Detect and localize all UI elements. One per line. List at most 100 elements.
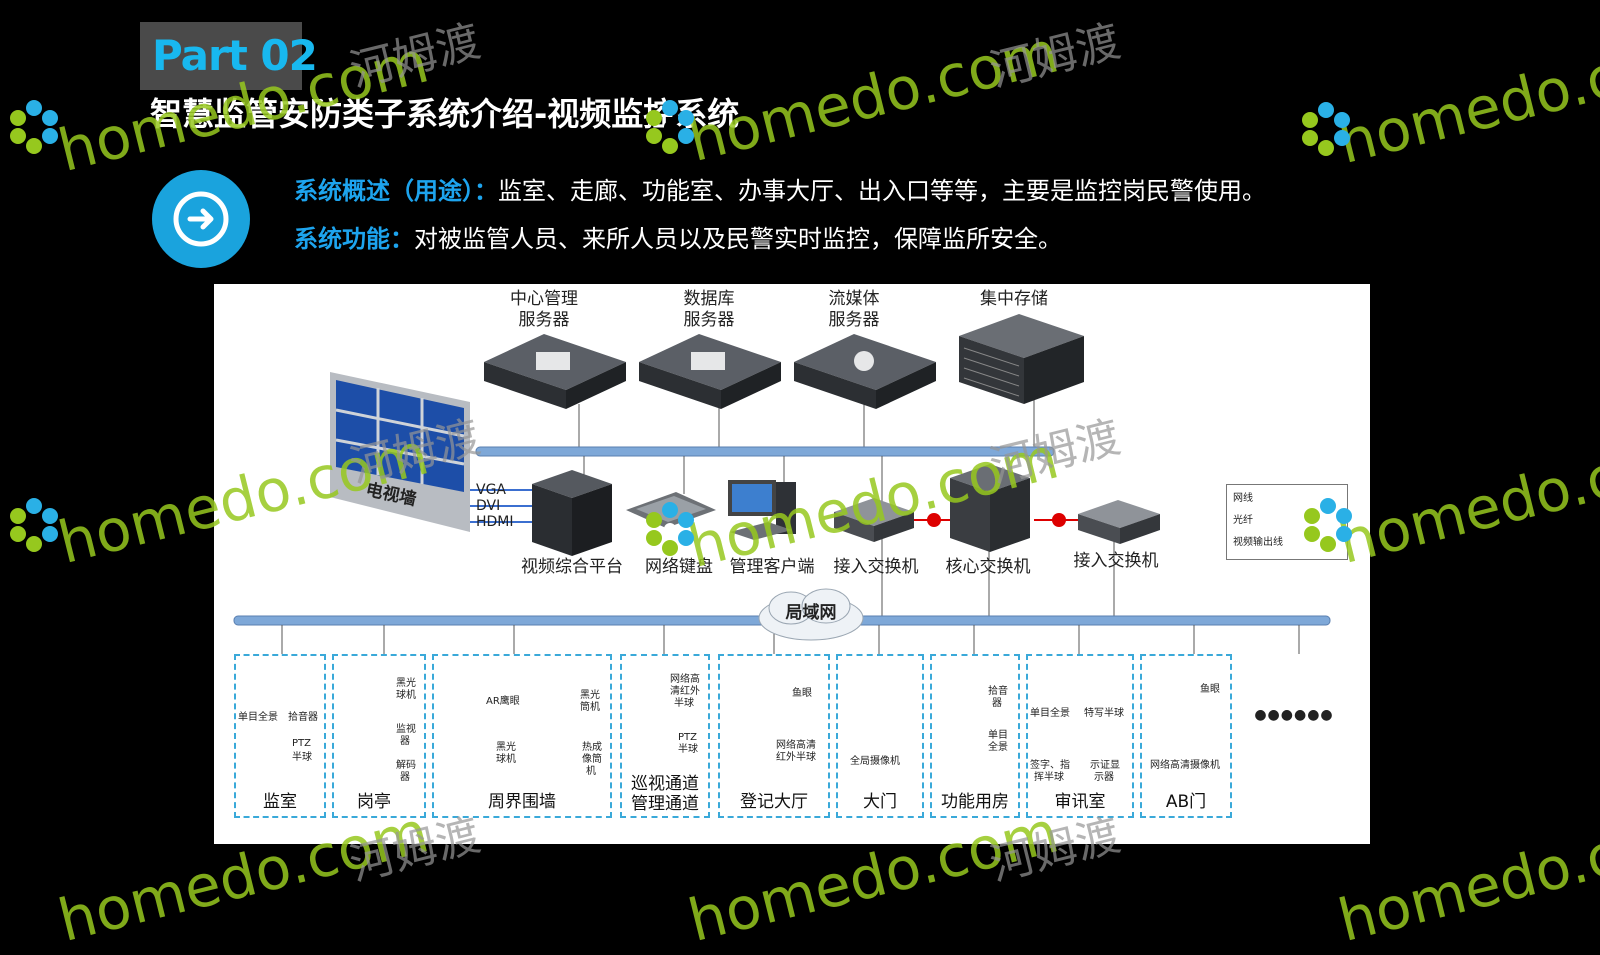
room-item: 器: [400, 772, 410, 783]
room-item: 黑光: [580, 690, 600, 701]
room-label: AB门: [1165, 792, 1207, 812]
video-platform-icon: [532, 470, 612, 556]
part-tag-text: Part 02: [152, 31, 318, 80]
room-item: 黑光: [396, 678, 416, 689]
room-item: 鱼眼: [792, 688, 812, 699]
room-item: 清红外: [670, 686, 700, 697]
legend-item-video-output: 视频输出线: [1233, 537, 1283, 548]
room-cell: AR鹰眼 黑光 筒机 黑光 球机 热成 像筒 机 周界围墙: [432, 654, 612, 818]
room-label: 登记大厅: [740, 792, 808, 812]
server-label-line1: 数据库: [683, 289, 735, 309]
room-item: 球机: [396, 690, 416, 701]
more-ellipsis: ●●●●●●: [1254, 707, 1334, 723]
room-label: 监室: [263, 792, 297, 812]
hdmi-label: HDMI: [476, 514, 514, 530]
watermark-text: 河姆渡: [984, 15, 1126, 98]
room-item: 特写半球: [1084, 708, 1124, 719]
room-item: 示证显: [1090, 760, 1120, 771]
room-item: 拾音: [988, 686, 1008, 697]
room-item: 器: [400, 736, 410, 747]
watermark-text: homedo.com: [1331, 419, 1600, 577]
overview-key: 系统概述（用途）：: [294, 177, 498, 205]
room-item: 器: [992, 698, 1002, 709]
watermark-text: homedo.com: [1331, 19, 1600, 177]
device-label: 核心交换机: [945, 557, 1031, 577]
watermark-text: 河姆渡: [344, 15, 486, 98]
room-item: 网络高清摄像机: [1150, 760, 1220, 771]
lan-label: 局域网: [785, 603, 837, 623]
watermark-logo-icon: [646, 502, 694, 556]
room-item: 监视: [396, 724, 416, 735]
room-label: 岗亭: [357, 792, 391, 812]
room-item: 拾音器: [288, 712, 318, 723]
room-item: 鱼眼: [1200, 684, 1220, 695]
room-item: 单目: [988, 730, 1008, 741]
room-cell: 全局摄像机 大门: [836, 654, 924, 818]
watermark-logo-icon: [1302, 102, 1350, 156]
part-tag-box: [140, 22, 302, 90]
room-cell: 鱼眼 网络高清 红外半球 登记大厅: [718, 654, 830, 818]
diagram-lines: [233, 396, 1331, 654]
access-switch-icon: [1078, 500, 1160, 544]
function-text: 对被监管人员、来所人员以及民警实时监控，保障监所安全。: [414, 225, 1062, 253]
management-server-icon: [484, 334, 626, 409]
overview-text: 监室、走廊、功能室、办事大厅、出入口等等，主要是监控岗民警使用。: [498, 177, 1266, 205]
device-label: 接入交换机: [1073, 551, 1159, 571]
room-item: PTZ: [678, 732, 697, 743]
streaming-server-icon: [794, 334, 936, 409]
device-label: 视频综合平台: [521, 557, 623, 577]
dvi-label: DVI: [476, 498, 501, 514]
room-item: 单目全景: [238, 712, 278, 723]
room-item: 红外半球: [776, 752, 816, 763]
room-item: 黑光: [496, 742, 516, 753]
storage-label: 集中存储: [980, 289, 1048, 309]
room-item: 半球: [678, 744, 698, 755]
room-item: 半球: [674, 698, 694, 709]
network-diagram: 中心管理 服务器 数据库 服务器 流媒体 服务器 集中存储: [214, 284, 1370, 844]
watermark-logo-icon: [646, 100, 694, 154]
server-label-line2: 服务器: [518, 310, 570, 330]
room-item: 热成: [582, 742, 602, 753]
management-client-icon: [728, 480, 796, 540]
room-cell: 黑光 球机 监视 器 解码 器 岗亭: [332, 654, 426, 818]
legend-item-fiber: 光纤: [1233, 515, 1253, 526]
room-item: 半球: [292, 752, 312, 763]
room-item: 全景: [988, 742, 1008, 753]
lan-cloud-icon: [758, 588, 864, 641]
room-item: 签字、指: [1030, 760, 1070, 771]
server-label-line1: 中心管理: [510, 289, 578, 309]
server-label-line2: 服务器: [828, 310, 880, 330]
watermark-logo-icon: [10, 100, 58, 154]
device-label: 接入交换机: [833, 557, 919, 577]
room-cell: 单目全景 特写半球 签字、指 挥半球 示证显 示器 审讯室: [1026, 654, 1134, 818]
room-label-line2: 管理通道: [631, 794, 699, 814]
room-item: 机: [586, 766, 596, 777]
room-item: AR鹰眼: [486, 696, 520, 707]
room-item: 全局摄像机: [850, 756, 900, 767]
room-label: 巡视通道: [631, 774, 699, 794]
server-label-line2: 服务器: [683, 310, 735, 330]
room-label: 大门: [863, 792, 897, 812]
watermark-logo-icon: [1304, 498, 1352, 552]
room-cell: 单目全景 拾音器 PTZ 半球 监室: [234, 654, 326, 818]
room-item: 示器: [1094, 772, 1114, 783]
room-label: 审讯室: [1054, 792, 1106, 812]
room-item: 筒机: [580, 702, 600, 713]
room-item: 网络高清: [776, 740, 816, 751]
room-item: 挥半球: [1034, 772, 1064, 783]
device-label: 网络键盘: [645, 557, 713, 577]
room-cell: 拾音 器 单目 全景 功能用房: [930, 654, 1020, 818]
room-item: 像筒: [582, 754, 602, 765]
function-line: 系统功能：对被监管人员、来所人员以及民警实时监控，保障监所安全。: [294, 223, 1062, 255]
watermark-text: homedo.com: [1331, 797, 1600, 955]
room-cell: 鱼眼 网络高清摄像机 AB门: [1140, 654, 1232, 818]
arrow-right-circle-icon: [152, 170, 250, 268]
vga-label: VGA: [476, 482, 507, 498]
tv-wall-icon: [330, 372, 470, 532]
slide-title: 智慧监管安防类子系统介绍-视频监控系统: [150, 95, 740, 133]
room-item: 解码: [396, 760, 416, 771]
overview-line: 系统概述（用途）：监室、走廊、功能室、办事大厅、出入口等等，主要是监控岗民警使用…: [294, 175, 1266, 207]
device-label: 管理客户端: [729, 557, 815, 577]
function-key: 系统功能：: [294, 225, 414, 253]
room-cell: 网络高 清红外 半球 PTZ 半球 巡视通道 管理通道: [620, 654, 710, 818]
